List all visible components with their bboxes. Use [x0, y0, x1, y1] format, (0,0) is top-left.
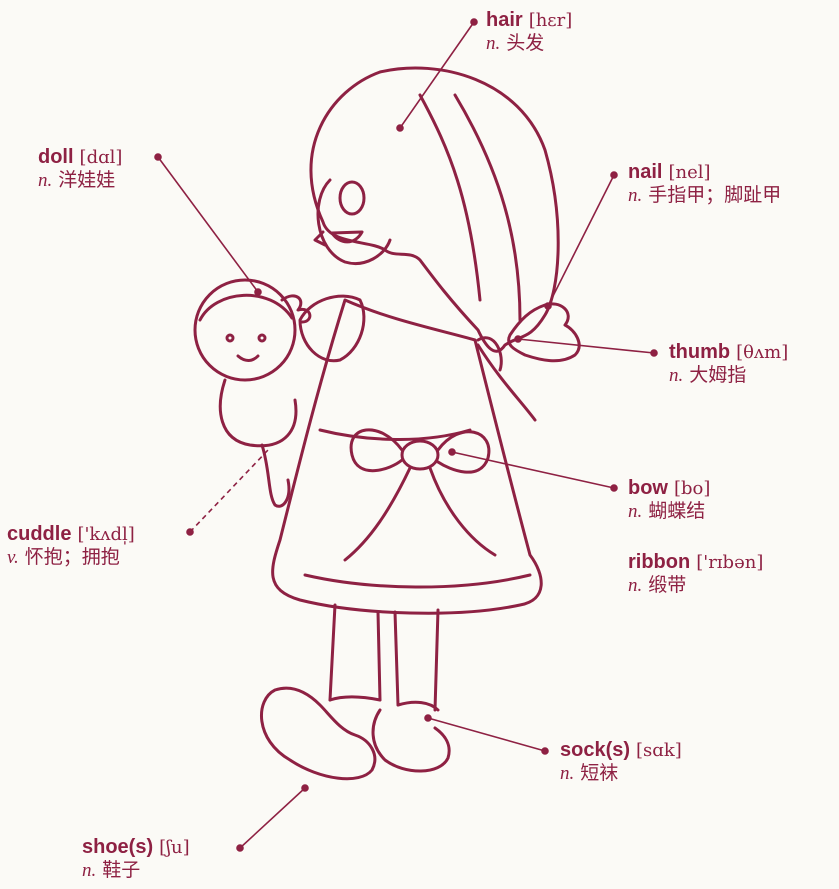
- meaning-shoes: 鞋子: [102, 859, 141, 881]
- meaning-nail: 手指甲；脚趾甲: [648, 184, 782, 206]
- pos-cuddle: v.: [7, 547, 19, 568]
- label-nail: nail[nel] n.手指甲；脚趾甲: [628, 160, 781, 208]
- ipa-thumb: [θʌm]: [736, 342, 789, 363]
- label-doll: doll[dɑl] n.洋娃娃: [38, 145, 122, 193]
- label-bow: bow [bo] n.蝴蝶结: [628, 476, 710, 524]
- mouth: [330, 230, 364, 244]
- pos-bow: n.: [628, 501, 643, 522]
- label-cuddle: cuddle['kʌdl̩] v.怀抱；拥抱: [7, 522, 135, 570]
- meaning-cuddle: 怀抱；拥抱: [24, 546, 120, 568]
- pos-shoes: n.: [82, 860, 97, 881]
- ipa-doll: [dɑl]: [79, 147, 123, 168]
- pos-nail: n.: [628, 185, 643, 206]
- face-shape: [316, 178, 392, 265]
- word-doll: doll: [38, 146, 74, 168]
- word-bow: bow: [628, 477, 668, 499]
- dress-shape: [271, 298, 543, 615]
- eye: [338, 180, 366, 216]
- doll-shape: [193, 278, 312, 508]
- label-thumb: thumb[θʌm] n.大姆指: [669, 340, 788, 388]
- meaning-thumb: 大姆指: [689, 364, 747, 386]
- ipa-bow: [bo]: [674, 478, 711, 499]
- ipa-cuddle: ['kʌdl̩]: [77, 524, 135, 545]
- label-hair: hair[hɛr] n.头发: [486, 8, 572, 56]
- meaning-socks: 短袜: [580, 762, 619, 784]
- ipa-shoes: [ʃu]: [159, 837, 190, 858]
- pos-doll: n.: [38, 170, 53, 191]
- pos-socks: n.: [560, 763, 575, 784]
- shoe-shape: [260, 686, 377, 781]
- bow-shape: [343, 428, 497, 562]
- sock-shape: [396, 700, 440, 712]
- word-shoes: shoe(s): [82, 836, 154, 858]
- pos-ribbon: n.: [628, 575, 643, 596]
- pos-thumb: n.: [669, 365, 684, 386]
- word-socks: sock(s): [560, 739, 631, 761]
- word-ribbon: ribbon: [628, 551, 691, 573]
- meaning-bow: 蝴蝶结: [648, 500, 706, 522]
- meaning-ribbon: 缎带: [648, 574, 687, 596]
- word-cuddle: cuddle: [7, 523, 72, 545]
- ipa-socks: [sɑk]: [636, 740, 682, 761]
- meaning-doll: 洋娃娃: [58, 169, 116, 191]
- word-nail: nail: [628, 161, 663, 183]
- word-thumb: thumb: [669, 341, 731, 363]
- ipa-ribbon: ['rɪbən]: [696, 552, 764, 573]
- ipa-nail: [nel]: [668, 162, 711, 183]
- meaning-hair: 头发: [506, 32, 545, 54]
- pos-hair: n.: [486, 33, 501, 54]
- label-ribbon: ribbon['rɪbən] n.缎带: [628, 550, 763, 598]
- hair-shape: [309, 66, 560, 353]
- ipa-hair: [hɛr]: [528, 10, 573, 31]
- word-hair: hair: [486, 9, 523, 31]
- label-shoes: shoe(s)[ʃu] n.鞋子: [82, 835, 190, 883]
- label-socks: sock(s)[sɑk] n.短袜: [560, 738, 682, 786]
- hand-shape: [507, 302, 581, 363]
